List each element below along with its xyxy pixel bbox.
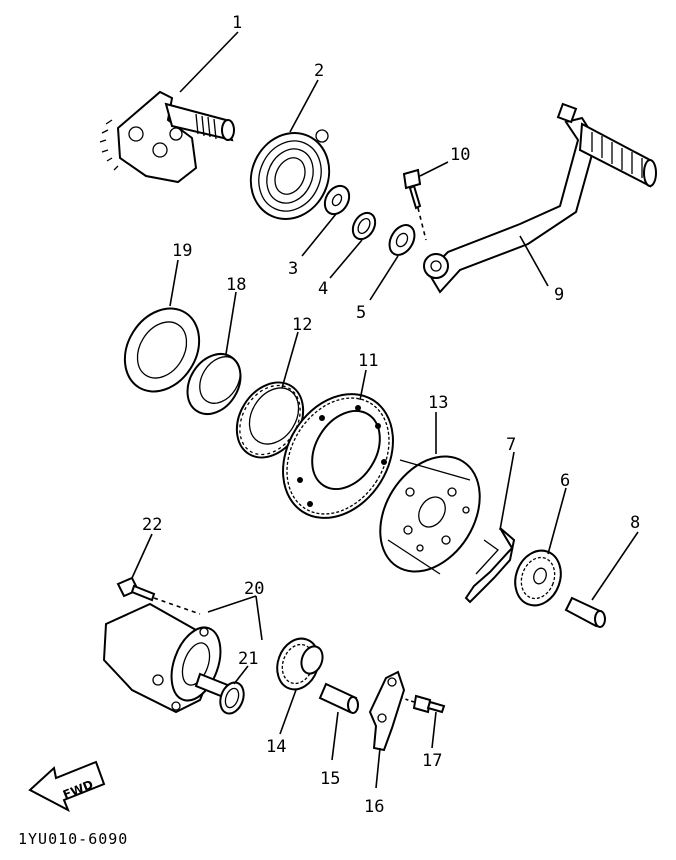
pinion-gear-part-6 — [514, 549, 562, 607]
collar-part-5 — [388, 224, 416, 256]
callout-part-2: 2 — [314, 61, 324, 81]
callout-part-13: 13 — [428, 393, 448, 413]
stopper-plate-part-16 — [368, 670, 406, 752]
callout-part-22: 22 — [142, 515, 162, 535]
screw-part-17 — [401, 694, 446, 714]
callout-part-1: 1 — [232, 13, 242, 33]
bolt-part-22 — [116, 576, 201, 615]
callout-part-17: 17 — [422, 751, 442, 771]
leader-lines — [131, 31, 639, 789]
callout-part-10: 10 — [450, 145, 470, 165]
callout-part-15: 15 — [320, 769, 340, 789]
callout-part-5: 5 — [356, 303, 366, 323]
callout-part-6: 6 — [560, 471, 570, 491]
callout-part-18: 18 — [226, 275, 246, 295]
callout-part-12: 12 — [292, 315, 312, 335]
callout-part-8: 8 — [630, 513, 640, 533]
kick-lever-part-9 — [423, 102, 657, 294]
callout-part-16: 16 — [364, 797, 384, 817]
callout-part-7: 7 — [506, 435, 516, 455]
callout-part-4: 4 — [318, 279, 328, 299]
clutch-plate-part-13 — [379, 455, 481, 575]
gear-plate-part-11 — [282, 393, 394, 519]
callout-part-19: 19 — [172, 241, 192, 261]
spring-case-part-2 — [249, 129, 331, 220]
callout-part-14: 14 — [266, 737, 286, 757]
shaft-part-15 — [318, 682, 359, 714]
thrust-washer-part-19 — [123, 307, 201, 393]
callout-part-20: 20 — [244, 579, 264, 599]
circlip-part-4 — [351, 211, 377, 241]
o-ring-part-21 — [219, 681, 245, 715]
spring-clip-part-7 — [464, 527, 516, 604]
callout-part-9: 9 — [554, 285, 564, 305]
starter-motor-part-20 — [102, 602, 232, 714]
forward-arrow-icon: FWD — [28, 760, 106, 813]
callout-part-3: 3 — [288, 259, 298, 279]
drawing-code: 1YU010-6090 — [18, 830, 128, 848]
bolt-part-10 — [402, 168, 427, 241]
kick-axle-part-1 — [99, 90, 235, 184]
bushing-part-18 — [186, 353, 242, 415]
callout-part-21: 21 — [238, 649, 258, 669]
washer-part-3 — [323, 184, 351, 216]
pin-part-8 — [564, 596, 606, 628]
callout-part-11: 11 — [358, 351, 378, 371]
idler-gear-part-14 — [276, 637, 324, 691]
